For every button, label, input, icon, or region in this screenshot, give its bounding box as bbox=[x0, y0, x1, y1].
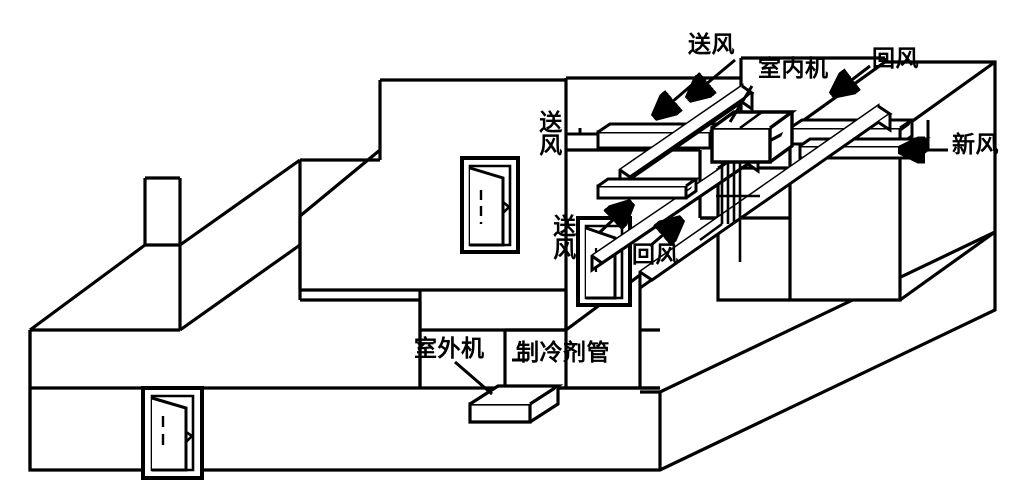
leader-lines bbox=[454, 58, 948, 396]
left-back-wall bbox=[28, 176, 301, 470]
label-supply-air-top: 送风 bbox=[688, 32, 735, 58]
left-roofline bbox=[179, 158, 420, 302]
label-return-air-top: 回风 bbox=[872, 46, 919, 72]
door-middle[interactable] bbox=[460, 156, 520, 254]
door-front-left[interactable] bbox=[141, 386, 204, 480]
outdoor-unit-box bbox=[468, 384, 564, 424]
label-refrigerant-pipe: 制冷剂管 bbox=[516, 340, 610, 366]
label-supply-air-low: 送 风 bbox=[553, 214, 577, 264]
supply-duct-4 bbox=[596, 177, 701, 200]
label-indoor-unit: 室内机 bbox=[758, 56, 829, 82]
label-outdoor-unit: 室外机 bbox=[414, 336, 485, 362]
label-fresh-air: 新风 bbox=[952, 132, 999, 158]
label-return-air-mid: 回风 bbox=[632, 242, 679, 268]
left-center-room-walls bbox=[298, 78, 566, 300]
right-outer-wall bbox=[716, 58, 997, 302]
refrigerant-line bbox=[699, 162, 760, 262]
label-supply-air-mid: 送 风 bbox=[539, 110, 563, 160]
